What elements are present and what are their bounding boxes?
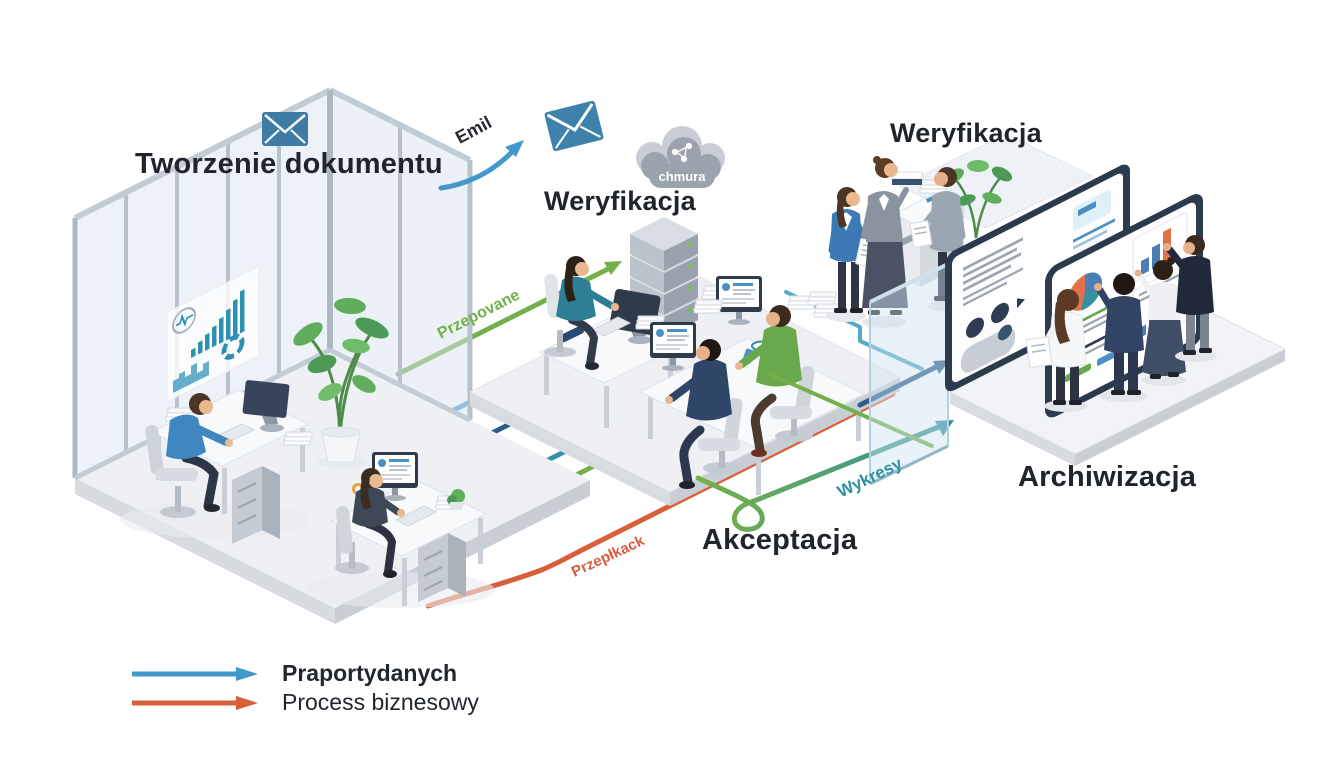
- glass-walls: [72, 87, 473, 481]
- share-nodes-icon: [671, 142, 693, 163]
- legend-row-business-process: Process biznesowy: [130, 689, 479, 716]
- cloud-icon: [636, 126, 725, 188]
- verification-platform: [468, 217, 902, 506]
- standing-verifier-blue: [826, 187, 881, 322]
- desk-analyst-teal: [538, 256, 678, 428]
- legend-label-data-report: Praportydanych: [282, 660, 458, 686]
- charts-green-feed-line: [768, 372, 934, 448]
- seated-analyst-teal: [556, 256, 619, 370]
- envelope-icon: [262, 112, 308, 146]
- monitor-back: [242, 380, 290, 432]
- office-chair: [544, 273, 576, 357]
- desk-worker-document-author: [120, 380, 313, 544]
- legend-label-business-process: Process biznesowy: [282, 689, 479, 715]
- archive-reviewer-blazer: [1163, 235, 1217, 362]
- legend-row-data-report: Praportydanych: [130, 660, 457, 687]
- stage-title-verification-top: Weryfikacja: [890, 118, 1042, 148]
- email-arrow: [438, 140, 524, 191]
- envelope-icon-tilted: [544, 100, 604, 152]
- printer-verification-group: [807, 133, 1094, 328]
- stage-title-verification-mid: Weryfikacja: [544, 186, 696, 216]
- legend-blue-arrow-icon: [132, 666, 258, 681]
- legend-red-arrow-icon: [132, 695, 258, 710]
- stage-title-archiving: Archiwizacja: [1018, 461, 1197, 493]
- office-plant: [293, 297, 389, 468]
- office-chair: [145, 425, 198, 518]
- chart-poster: [166, 265, 260, 403]
- office-chair: [335, 505, 369, 574]
- stage-title-acceptance: Akceptacja: [702, 524, 858, 556]
- seated-worker-suit: [352, 468, 405, 578]
- creation-office-room: [72, 87, 622, 624]
- archive-platform: [945, 164, 1287, 466]
- desk-worker-reviewer: [305, 452, 495, 608]
- approver-navy: [665, 339, 743, 489]
- seated-worker-blue: [166, 393, 233, 512]
- desk-plant-small: [447, 489, 465, 510]
- stage-title-creation: Tworzenie dokumentu: [135, 148, 443, 180]
- archive-reviewer-navy-suit: [1094, 273, 1148, 402]
- cloud-label: chmura: [658, 169, 706, 184]
- archive-reviewer-blouse: [1025, 289, 1088, 412]
- charts-loop-arrow: [695, 420, 954, 532]
